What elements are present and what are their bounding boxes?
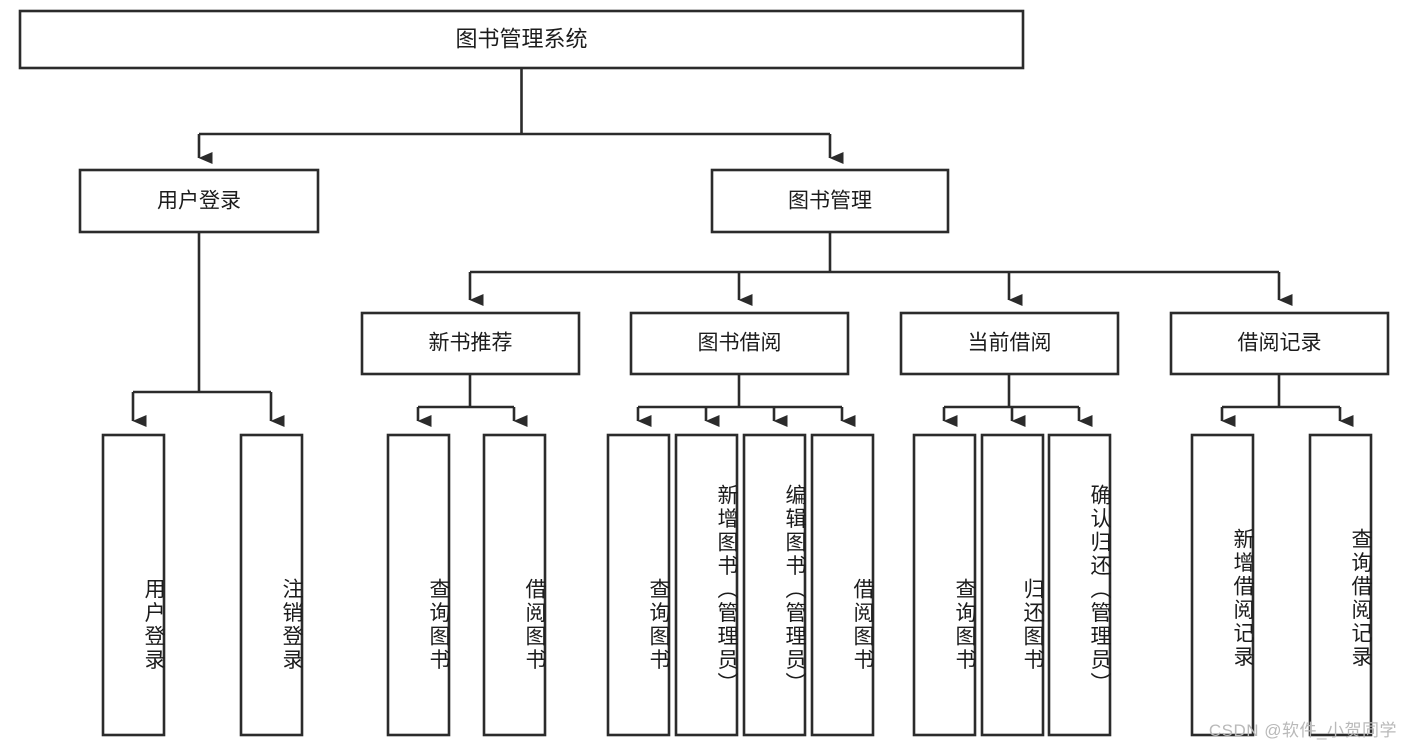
node-root-label: 图书管理系统: [455, 26, 587, 51]
node-current-borrow-rect[interactable]: [899, 311, 1120, 376]
node-book-manage-rect[interactable]: [710, 168, 950, 234]
connector-layer: [131, 68, 1354, 427]
leaf-rec-query-book-rect[interactable]: [386, 433, 451, 737]
node-book-borrow-rect[interactable]: [629, 311, 850, 376]
node-current-borrow[interactable]: 当前借阅: [899, 311, 1120, 376]
node-borrow-record-label: 借阅记录: [1238, 332, 1322, 355]
leaf-borrow-borrow-book-rect[interactable]: [810, 433, 875, 737]
leaf-borrow-query-book-rect[interactable]: [606, 433, 671, 737]
node-new-book-rec-rect[interactable]: [360, 311, 581, 376]
leaf-rec-borrow-book-rect[interactable]: [482, 433, 547, 737]
node-current-borrow-label: 当前借阅: [968, 332, 1052, 355]
leaf-user-logout-rect[interactable]: [239, 433, 304, 737]
leaf-cur-query-book-rect[interactable]: [912, 433, 977, 737]
node-book-borrow[interactable]: 图书借阅: [629, 311, 850, 376]
node-user-login-label: 用户登录: [157, 190, 241, 213]
leaf-node-layer: [101, 433, 1373, 737]
node-user-login[interactable]: 用户登录: [78, 168, 320, 234]
node-book-manage-label: 图书管理: [788, 190, 872, 213]
leaf-cur-return-book-rect[interactable]: [980, 433, 1045, 737]
node-borrow-record[interactable]: 借阅记录: [1169, 311, 1390, 376]
node-borrow-record-rect[interactable]: [1169, 311, 1390, 376]
node-root[interactable]: 图书管理系统: [18, 9, 1025, 70]
node-root-rect[interactable]: [18, 9, 1025, 70]
leaf-rec-query-record-rect[interactable]: [1308, 433, 1373, 737]
node-book-borrow-label: 图书借阅: [698, 332, 782, 355]
leaf-borrow-edit-book-rect[interactable]: [742, 433, 807, 737]
node-book-manage[interactable]: 图书管理: [710, 168, 950, 234]
csdn-watermark: CSDN @软件_小贺同学: [1208, 721, 1397, 740]
leaf-borrow-add-book-rect[interactable]: [674, 433, 739, 737]
leaf-rec-add-record-rect[interactable]: [1190, 433, 1255, 737]
node-layer: 图书管理系统 用户登录 图书管理 新书推荐 图书借阅: [18, 9, 1390, 737]
node-new-book-rec[interactable]: 新书推荐: [360, 311, 581, 376]
node-new-book-rec-label: 新书推荐: [429, 332, 513, 355]
node-user-login-rect[interactable]: [78, 168, 320, 234]
leaf-user-login-rect[interactable]: [101, 433, 166, 737]
leaf-cur-confirm-return-rect[interactable]: [1047, 433, 1112, 737]
